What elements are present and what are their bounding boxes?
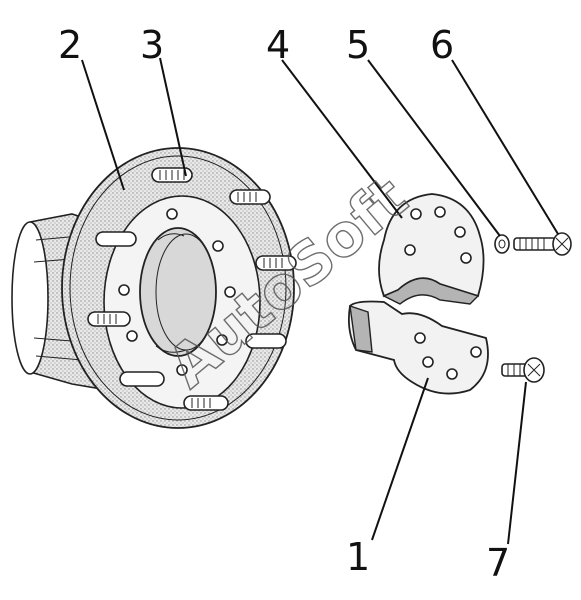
callout-6: 6 bbox=[430, 23, 454, 67]
callout-3: 3 bbox=[140, 23, 164, 67]
hub-bolt-holes bbox=[118, 208, 236, 376]
leader-4 bbox=[281, 59, 403, 219]
callout-5: 5 bbox=[346, 23, 370, 67]
screw-long bbox=[513, 232, 572, 256]
hub-rear-face bbox=[11, 221, 49, 375]
screw-short bbox=[501, 357, 545, 383]
leader-5 bbox=[367, 59, 501, 237]
callout-4: 4 bbox=[266, 23, 290, 67]
callout-2: 2 bbox=[58, 23, 82, 67]
hub-assembly bbox=[11, 147, 297, 429]
wheel-studs bbox=[87, 167, 297, 411]
leader-2 bbox=[81, 59, 125, 191]
leader-1 bbox=[371, 377, 429, 541]
leader-lines bbox=[81, 57, 559, 545]
leader-6 bbox=[451, 59, 559, 235]
leader-3 bbox=[159, 57, 187, 177]
ring-bolt-holes bbox=[404, 206, 482, 380]
leader-7 bbox=[507, 381, 527, 545]
callout-labels: 2 3 4 5 6 1 7 bbox=[58, 23, 510, 585]
callout-1: 1 bbox=[346, 535, 370, 579]
washer bbox=[494, 234, 510, 254]
split-retainer-ring bbox=[347, 193, 489, 395]
callout-7: 7 bbox=[486, 541, 510, 585]
